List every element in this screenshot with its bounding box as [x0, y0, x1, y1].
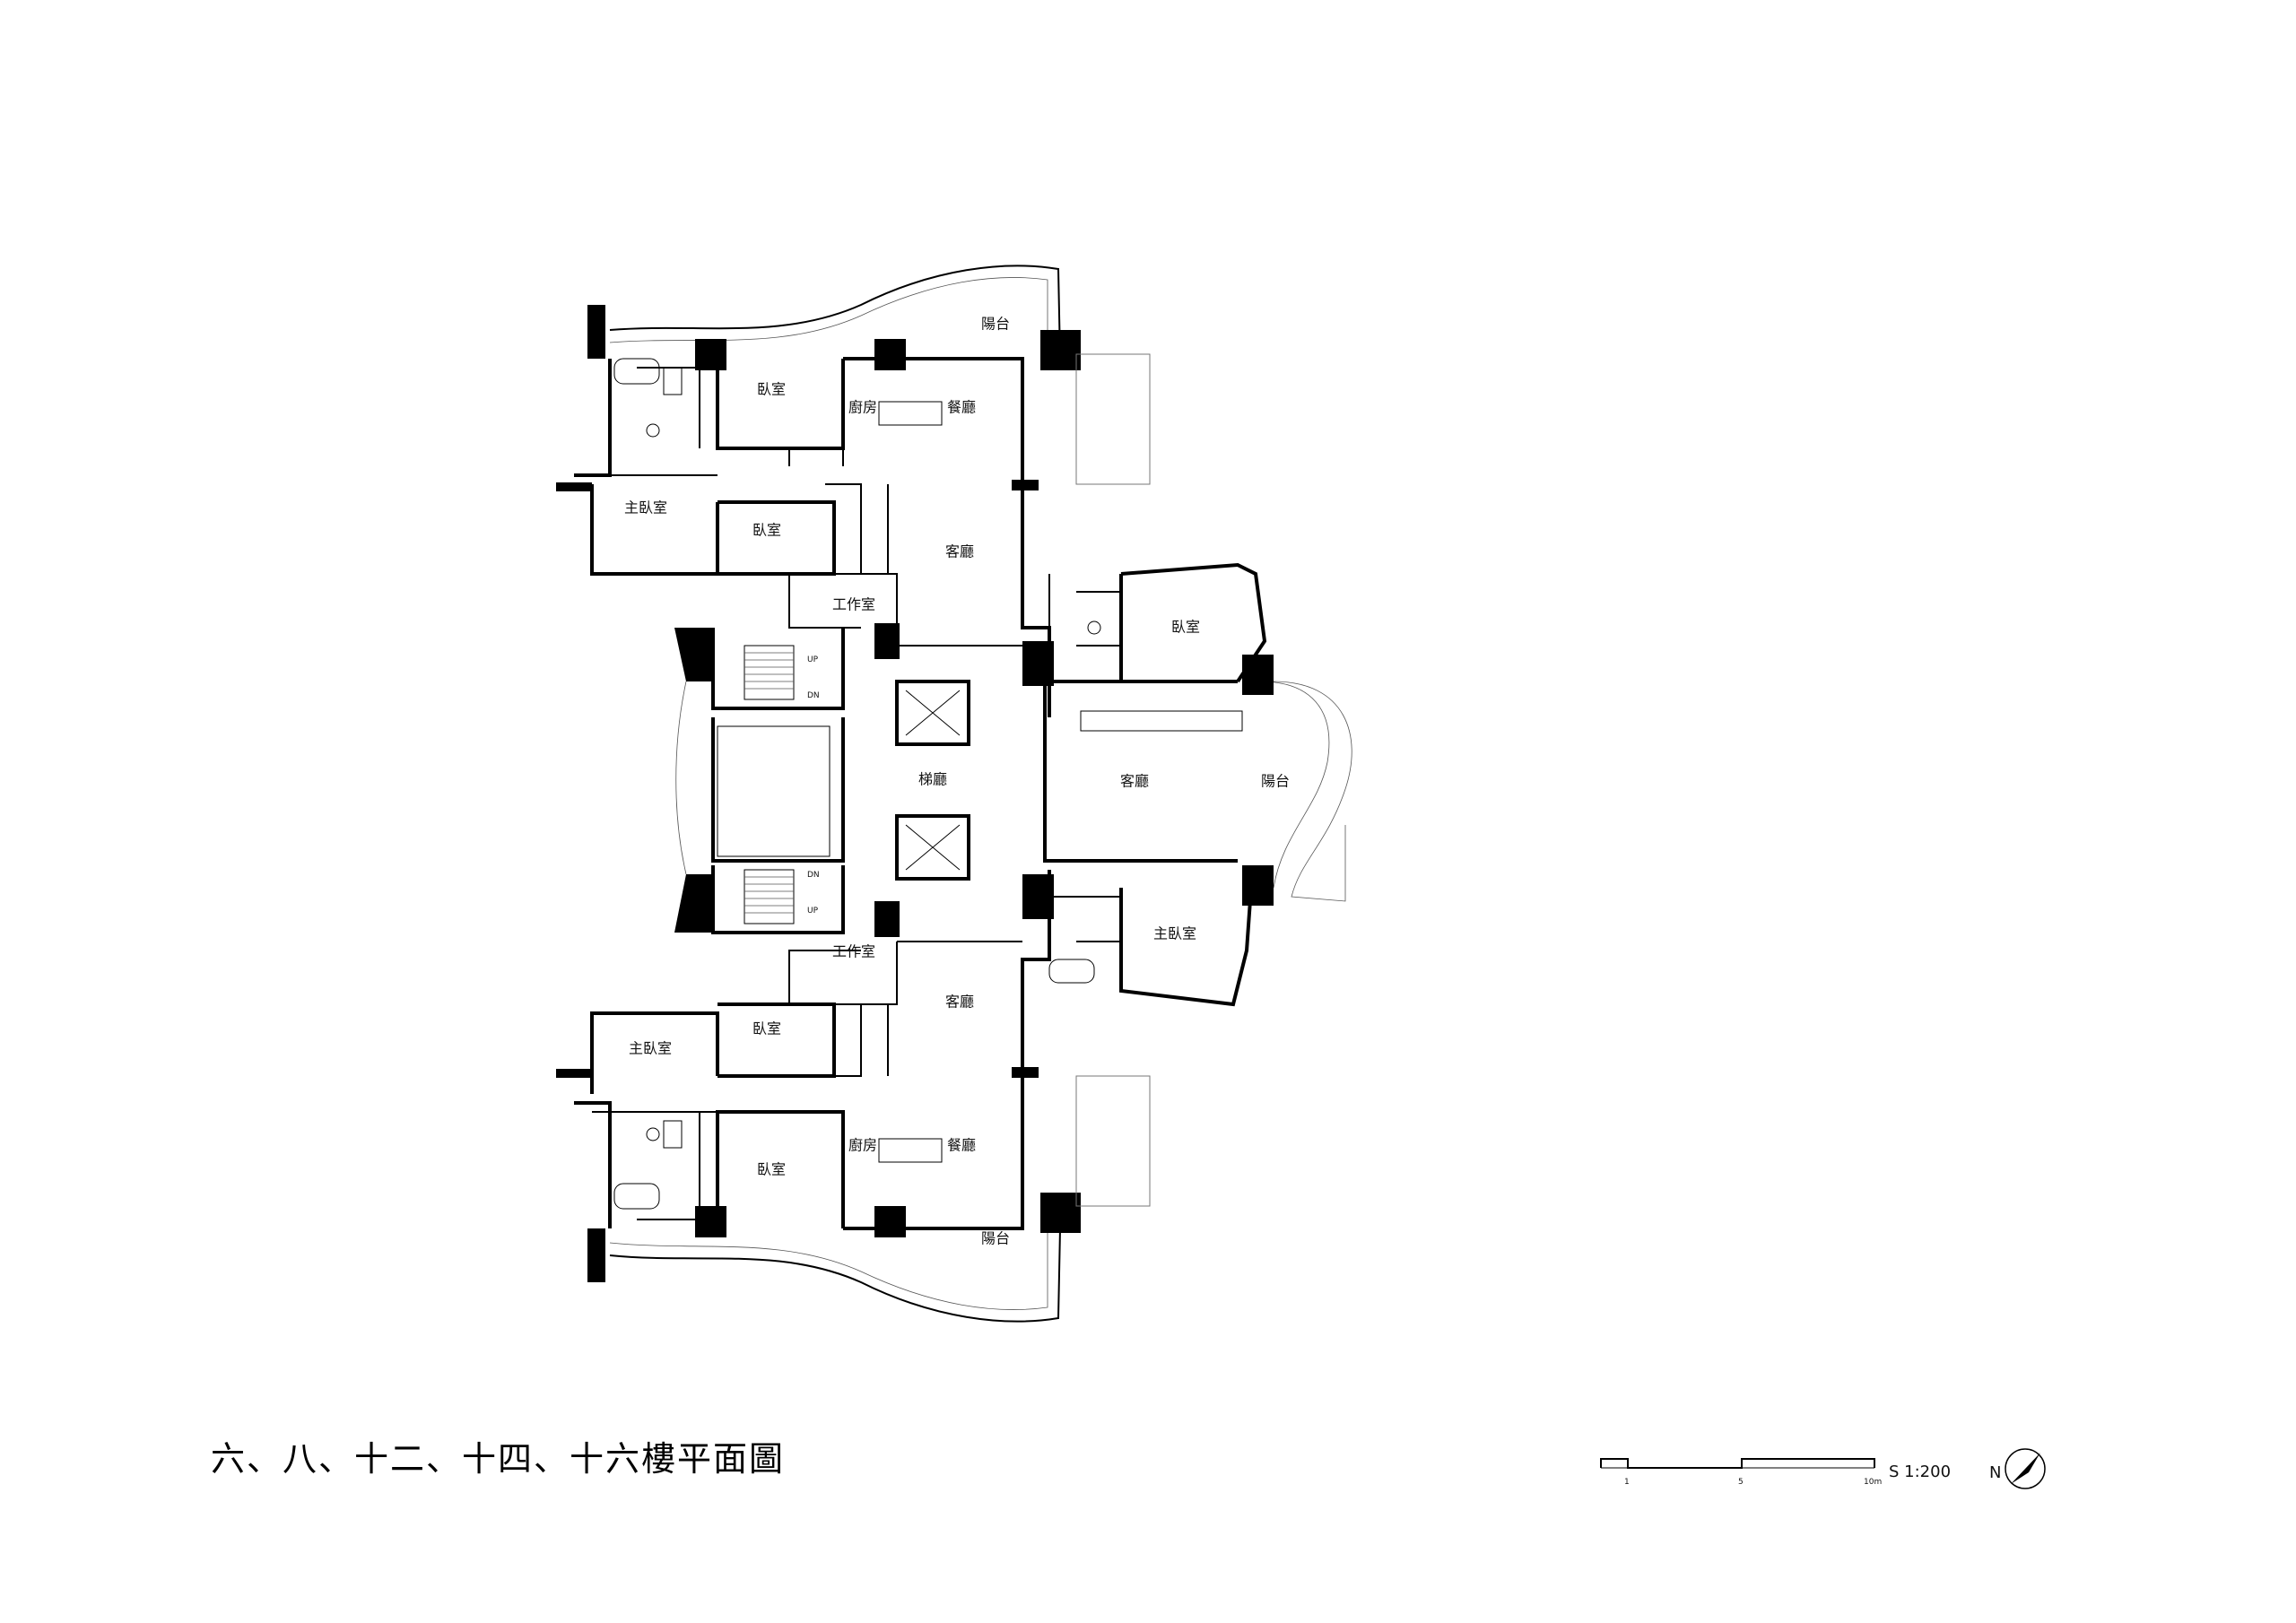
lower-balcony-inner-curve: [609, 1228, 1048, 1310]
upper-column: [874, 623, 900, 659]
room-label-lobby: 梯廳: [918, 771, 947, 788]
lower-column: [874, 1206, 906, 1237]
east-unit: 臥室 客廳 陽台 主臥室: [1022, 562, 1352, 1007]
upper-balcony-curve: [609, 265, 1061, 360]
room-label-upper-kitchen: 廚房: [848, 399, 877, 416]
lower-column: [874, 901, 900, 937]
east-toilet: [1087, 621, 1101, 635]
east-kitchen-island: [1080, 710, 1243, 732]
upper-balcony-inner-curve: [609, 277, 1048, 359]
upper-vanity: [663, 367, 683, 395]
upper-column: [695, 339, 726, 370]
east-column: [1022, 874, 1054, 919]
west-fin-top: [674, 628, 713, 681]
lower-column: [1040, 1193, 1081, 1233]
east-bathtub: [1048, 959, 1095, 984]
room-label-east-living: 客廳: [1120, 773, 1149, 790]
east-balcony-outer: [1273, 681, 1352, 902]
upper-toilet: [646, 423, 660, 438]
upper-column: [587, 305, 605, 359]
upper-unit: 陽台 臥室 廚房 餐廳 主臥室 臥室 客廳 工作室: [556, 265, 1151, 717]
core-walls: [711, 628, 970, 934]
scale-ratio: S 1:200: [1889, 1462, 1951, 1481]
north-label: N: [1989, 1463, 2001, 1482]
stair-bottom: [744, 869, 795, 924]
east-column: [1242, 655, 1274, 695]
lower-column: [1012, 1067, 1039, 1078]
room-label-upper-master-bedroom: 主臥室: [624, 499, 667, 516]
west-fin-bottom: [674, 874, 713, 933]
scale-bar-line: [1600, 1458, 1875, 1469]
elevator-top-cross: [905, 690, 961, 736]
upper-glass-rail: [1075, 353, 1151, 485]
shaft-void: [717, 725, 831, 857]
room-label-upper-bedroom-2: 臥室: [752, 522, 781, 539]
room-label-east-bedroom: 臥室: [1171, 619, 1200, 636]
east-outer-wall: [1043, 562, 1267, 1007]
lower-column: [556, 1069, 592, 1078]
scale-bar: 1 5 10m S 1:200: [1600, 1458, 1951, 1487]
north-arrow-icon: [2005, 1448, 2046, 1489]
room-label-lower-bedroom-1: 臥室: [757, 1161, 786, 1178]
upper-column: [874, 339, 906, 370]
east-balcony-curve: [1259, 681, 1330, 889]
room-label-lower-balcony: 陽台: [981, 1230, 1010, 1247]
north-arrow: N: [1989, 1448, 2046, 1489]
lower-column: [587, 1228, 605, 1282]
room-label-lower-master-bedroom: 主臥室: [629, 1040, 672, 1057]
stair-dn-top-label: DN: [807, 691, 820, 700]
room-label-east-master-bedroom: 主臥室: [1153, 925, 1196, 942]
east-inner-walls: [1045, 574, 1121, 942]
room-label-lower-study: 工作室: [832, 943, 875, 960]
upper-column: [1040, 330, 1081, 370]
east-column: [1022, 641, 1054, 686]
core: UP DN 梯廳 DN UP: [674, 628, 970, 934]
stair-up-bottom-label: UP: [807, 907, 819, 916]
lower-balcony-curve: [609, 1228, 1061, 1323]
room-label-lower-living: 客廳: [945, 994, 974, 1011]
north-arrow-needle-icon: [2011, 1453, 2040, 1484]
lower-inner-walls: [592, 941, 1022, 1228]
room-label-upper-study: 工作室: [832, 596, 875, 613]
lower-kitchen-island: [878, 1138, 943, 1163]
drawing-title: 六、八、十二、十四、十六樓平面圖: [211, 1439, 785, 1479]
stair-top: [744, 645, 795, 700]
lower-column: [695, 1206, 726, 1237]
room-label-lower-kitchen: 廚房: [848, 1137, 877, 1154]
stair-dn-bottom-label: DN: [807, 871, 820, 880]
stair-up-top-label: UP: [807, 655, 819, 664]
room-label-upper-balcony: 陽台: [981, 316, 1010, 333]
upper-kitchen-island: [878, 401, 943, 426]
east-column: [1242, 865, 1274, 906]
elevator-bottom-cross: [905, 824, 961, 871]
room-label-east-balcony: 陽台: [1261, 773, 1290, 790]
room-label-lower-dining: 餐廳: [947, 1137, 976, 1154]
lower-outer-wall: [574, 870, 1051, 1230]
scale-tick-5: 5: [1738, 1478, 1744, 1487]
lower-vanity: [663, 1120, 683, 1149]
lower-unit: 工作室 客廳 主臥室 臥室 廚房 餐廳 臥室 陽台: [556, 870, 1151, 1323]
scale-tick-10m: 10m: [1864, 1478, 1882, 1487]
lower-toilet: [646, 1127, 660, 1141]
room-label-upper-dining: 餐廳: [947, 399, 976, 416]
west-curved-facade: [675, 681, 687, 875]
room-label-upper-bedroom-1: 臥室: [757, 381, 786, 398]
lower-bathtub: [613, 1183, 660, 1210]
room-label-upper-living: 客廳: [945, 543, 974, 560]
lower-glass-rail: [1075, 1075, 1151, 1207]
upper-column: [1012, 480, 1039, 490]
upper-column: [556, 482, 592, 491]
room-label-lower-bedroom-2: 臥室: [752, 1020, 781, 1037]
upper-bathtub: [613, 358, 660, 385]
scale-tick-1: 1: [1624, 1478, 1630, 1487]
